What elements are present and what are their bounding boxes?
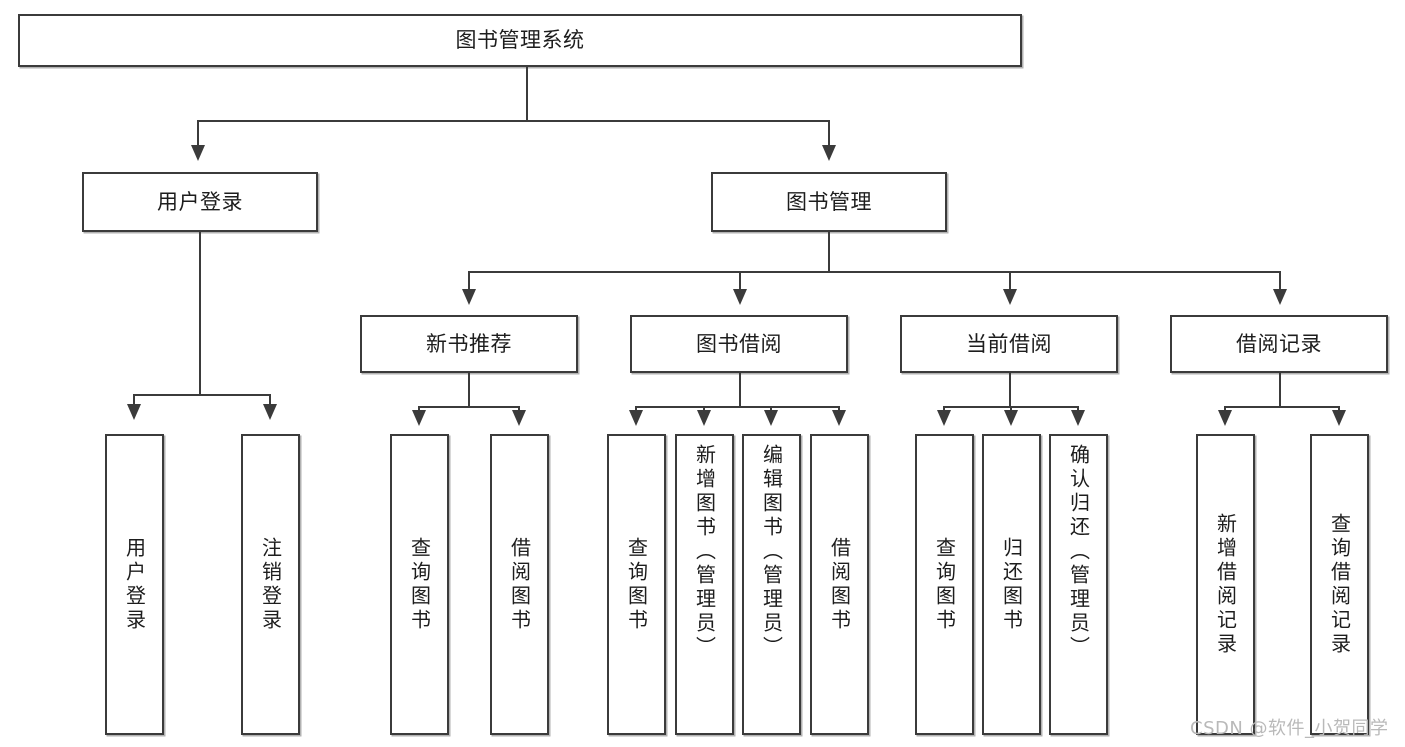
leaf-user-login-logout[interactable]: 注销登录 xyxy=(241,434,300,735)
connector-user-login-stem xyxy=(199,232,201,396)
arrow-bm-to-new-book-recommend xyxy=(462,289,476,305)
node-label: 图书借阅 xyxy=(696,331,782,356)
node-label: 当前借阅 xyxy=(966,331,1052,356)
arrow-br-leaf-1 xyxy=(1218,410,1232,426)
node-label: 编辑图书（管理员） xyxy=(759,444,784,660)
node-label: 新书推荐 xyxy=(426,331,512,356)
arrow-user-login-leaf-2 xyxy=(263,404,277,420)
leaf-nbr-borrow-book[interactable]: 借阅图书 xyxy=(490,434,549,735)
arrow-bb-leaf-3 xyxy=(764,410,778,426)
node-label: 查询借阅记录 xyxy=(1327,512,1352,657)
leaf-cb-confirm-return-admin[interactable]: 确认归还（管理员） xyxy=(1049,434,1108,735)
arrow-bb-leaf-4 xyxy=(832,410,846,426)
node-current-borrow[interactable]: 当前借阅 xyxy=(900,315,1118,373)
connector-book-management-stem xyxy=(828,232,830,272)
connector-user-login-drop-1 xyxy=(133,394,135,406)
arrow-user-login-leaf-1 xyxy=(127,404,141,420)
node-label: 借阅记录 xyxy=(1236,331,1322,356)
node-root-book-management-system[interactable]: 图书管理系统 xyxy=(18,14,1022,67)
connector-root-bus xyxy=(197,120,830,122)
node-label: 新增借阅记录 xyxy=(1213,512,1238,657)
arrow-bb-leaf-2 xyxy=(697,410,711,426)
leaf-bb-add-book-admin[interactable]: 新增图书（管理员） xyxy=(675,434,734,735)
connector-bm-drop-4 xyxy=(1279,271,1281,291)
node-label: 注销登录 xyxy=(258,536,283,633)
node-label: 图书管理 xyxy=(786,189,872,214)
connector-nbr-bus xyxy=(418,406,520,408)
arrow-bb-leaf-1 xyxy=(629,410,643,426)
connector-bb-bus xyxy=(635,406,840,408)
node-book-borrow[interactable]: 图书借阅 xyxy=(630,315,848,373)
node-label: 借阅图书 xyxy=(827,536,852,633)
arrow-bm-to-book-borrow xyxy=(733,289,747,305)
node-label: 用户登录 xyxy=(157,189,243,214)
connector-root-to-user-login xyxy=(197,120,199,149)
connector-nbr-stem xyxy=(468,373,470,408)
node-label: 确认归还（管理员） xyxy=(1066,444,1091,660)
connector-user-login-bus xyxy=(133,394,269,396)
node-borrow-record[interactable]: 借阅记录 xyxy=(1170,315,1388,373)
node-label: 查询图书 xyxy=(407,536,432,633)
connector-bm-drop-2 xyxy=(739,271,741,291)
leaf-user-login-login[interactable]: 用户登录 xyxy=(105,434,164,735)
arrow-nbr-leaf-2 xyxy=(512,410,526,426)
arrow-br-leaf-2 xyxy=(1332,410,1346,426)
watermark-text: CSDN @软件_小贺同学 xyxy=(1190,718,1389,739)
arrow-cb-leaf-1 xyxy=(937,410,951,426)
arrow-cb-leaf-3 xyxy=(1071,410,1085,426)
connector-cb-stem xyxy=(1009,373,1011,408)
arrow-root-to-book-management xyxy=(822,145,836,161)
connector-bb-stem xyxy=(739,373,741,408)
connector-br-stem xyxy=(1279,373,1281,408)
arrow-nbr-leaf-1 xyxy=(412,410,426,426)
connector-br-bus xyxy=(1224,406,1340,408)
connector-root-stem xyxy=(526,67,528,121)
arrow-bm-to-current-borrow xyxy=(1003,289,1017,305)
node-label: 借阅图书 xyxy=(507,536,532,633)
leaf-br-query-record[interactable]: 查询借阅记录 xyxy=(1310,434,1369,735)
connector-root-to-book-management xyxy=(828,120,830,149)
node-label: 用户登录 xyxy=(122,536,147,633)
leaf-cb-return-book[interactable]: 归还图书 xyxy=(982,434,1041,735)
leaf-bb-query-book[interactable]: 查询图书 xyxy=(607,434,666,735)
node-label: 查询图书 xyxy=(624,536,649,633)
node-user-login[interactable]: 用户登录 xyxy=(82,172,318,232)
connector-book-management-bus xyxy=(468,271,1281,273)
connector-bm-drop-3 xyxy=(1009,271,1011,291)
node-label: 查询图书 xyxy=(932,536,957,633)
leaf-cb-query-book[interactable]: 查询图书 xyxy=(915,434,974,735)
node-label: 新增图书（管理员） xyxy=(692,444,717,660)
connector-bm-drop-1 xyxy=(468,271,470,291)
leaf-br-add-record[interactable]: 新增借阅记录 xyxy=(1196,434,1255,735)
connector-user-login-drop-2 xyxy=(269,394,271,406)
arrow-bm-to-borrow-record xyxy=(1273,289,1287,305)
arrow-cb-leaf-2 xyxy=(1004,410,1018,426)
node-label: 归还图书 xyxy=(999,536,1024,633)
node-book-management[interactable]: 图书管理 xyxy=(711,172,947,232)
node-new-book-recommend[interactable]: 新书推荐 xyxy=(360,315,578,373)
arrow-root-to-user-login xyxy=(191,145,205,161)
leaf-nbr-query-book[interactable]: 查询图书 xyxy=(390,434,449,735)
leaf-bb-borrow-book[interactable]: 借阅图书 xyxy=(810,434,869,735)
leaf-bb-edit-book-admin[interactable]: 编辑图书（管理员） xyxy=(742,434,801,735)
node-label: 图书管理系统 xyxy=(455,28,585,53)
